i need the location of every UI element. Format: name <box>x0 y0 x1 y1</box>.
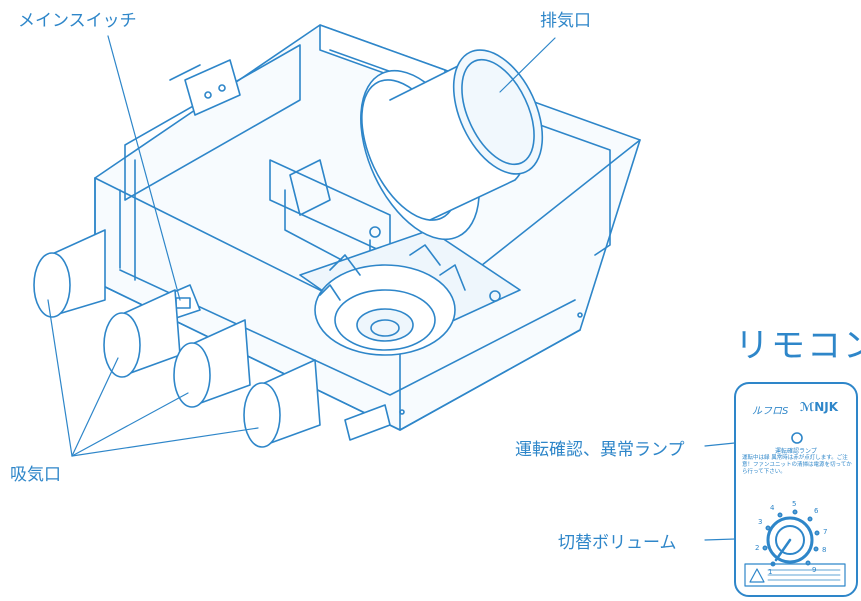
warning-icon <box>749 568 765 583</box>
exhaust-port-label: 排気口 <box>540 11 591 31</box>
main-switch-leader <box>107 35 181 301</box>
dial-number-1: 1 <box>768 568 773 576</box>
terminal-block <box>344 404 391 441</box>
dial-number-7: 7 <box>823 528 828 536</box>
dial-number-3: 3 <box>758 518 763 526</box>
remote-lamp-caption: 運転確認ランプ <box>775 448 817 455</box>
status-lamp-label: 運転確認、異常ランプ <box>515 440 685 460</box>
intake-pipes <box>33 229 321 448</box>
intake-pipe-2 <box>103 289 181 378</box>
intake-leader-4 <box>71 427 259 457</box>
intake-pipe-1 <box>33 229 106 318</box>
exhaust-leader <box>499 37 556 93</box>
intake-pipe-4 <box>243 359 321 448</box>
main-switch-label: メインスイッチ <box>18 11 137 31</box>
remote-control <box>734 382 858 597</box>
status-lamp <box>791 432 803 444</box>
mounting-bracket <box>184 59 241 116</box>
remote-brand: ℳNJK <box>800 400 838 414</box>
remote-notice: 運転中は緑 異常時は赤が点灯します。ご注意！ファンユニットの清掃は電源を切ってか… <box>742 455 852 475</box>
exhaust-pipe <box>360 49 544 241</box>
intake-leader-2 <box>71 357 119 457</box>
remote-model: ルフロS <box>752 406 789 417</box>
intake-pipe-3 <box>173 319 251 408</box>
dial-number-4: 4 <box>770 504 775 512</box>
dial-number-8: 8 <box>822 546 827 554</box>
brand-logo-icon: ℳ <box>800 400 815 414</box>
dial-number-6: 6 <box>814 507 819 515</box>
dial-number-2: 2 <box>755 544 760 552</box>
dial-number-5: 5 <box>792 500 797 508</box>
intake-leader-1 <box>47 299 73 457</box>
dial-number-9: 9 <box>812 566 817 574</box>
intake-leader-3 <box>71 392 189 457</box>
remote-brand-text: NJK <box>814 400 839 414</box>
volume-label: 切替ボリューム <box>558 533 677 553</box>
remote-title: リモコン <box>735 326 861 366</box>
warning-box <box>744 563 846 587</box>
intake-port-label: 吸気口 <box>10 465 61 485</box>
